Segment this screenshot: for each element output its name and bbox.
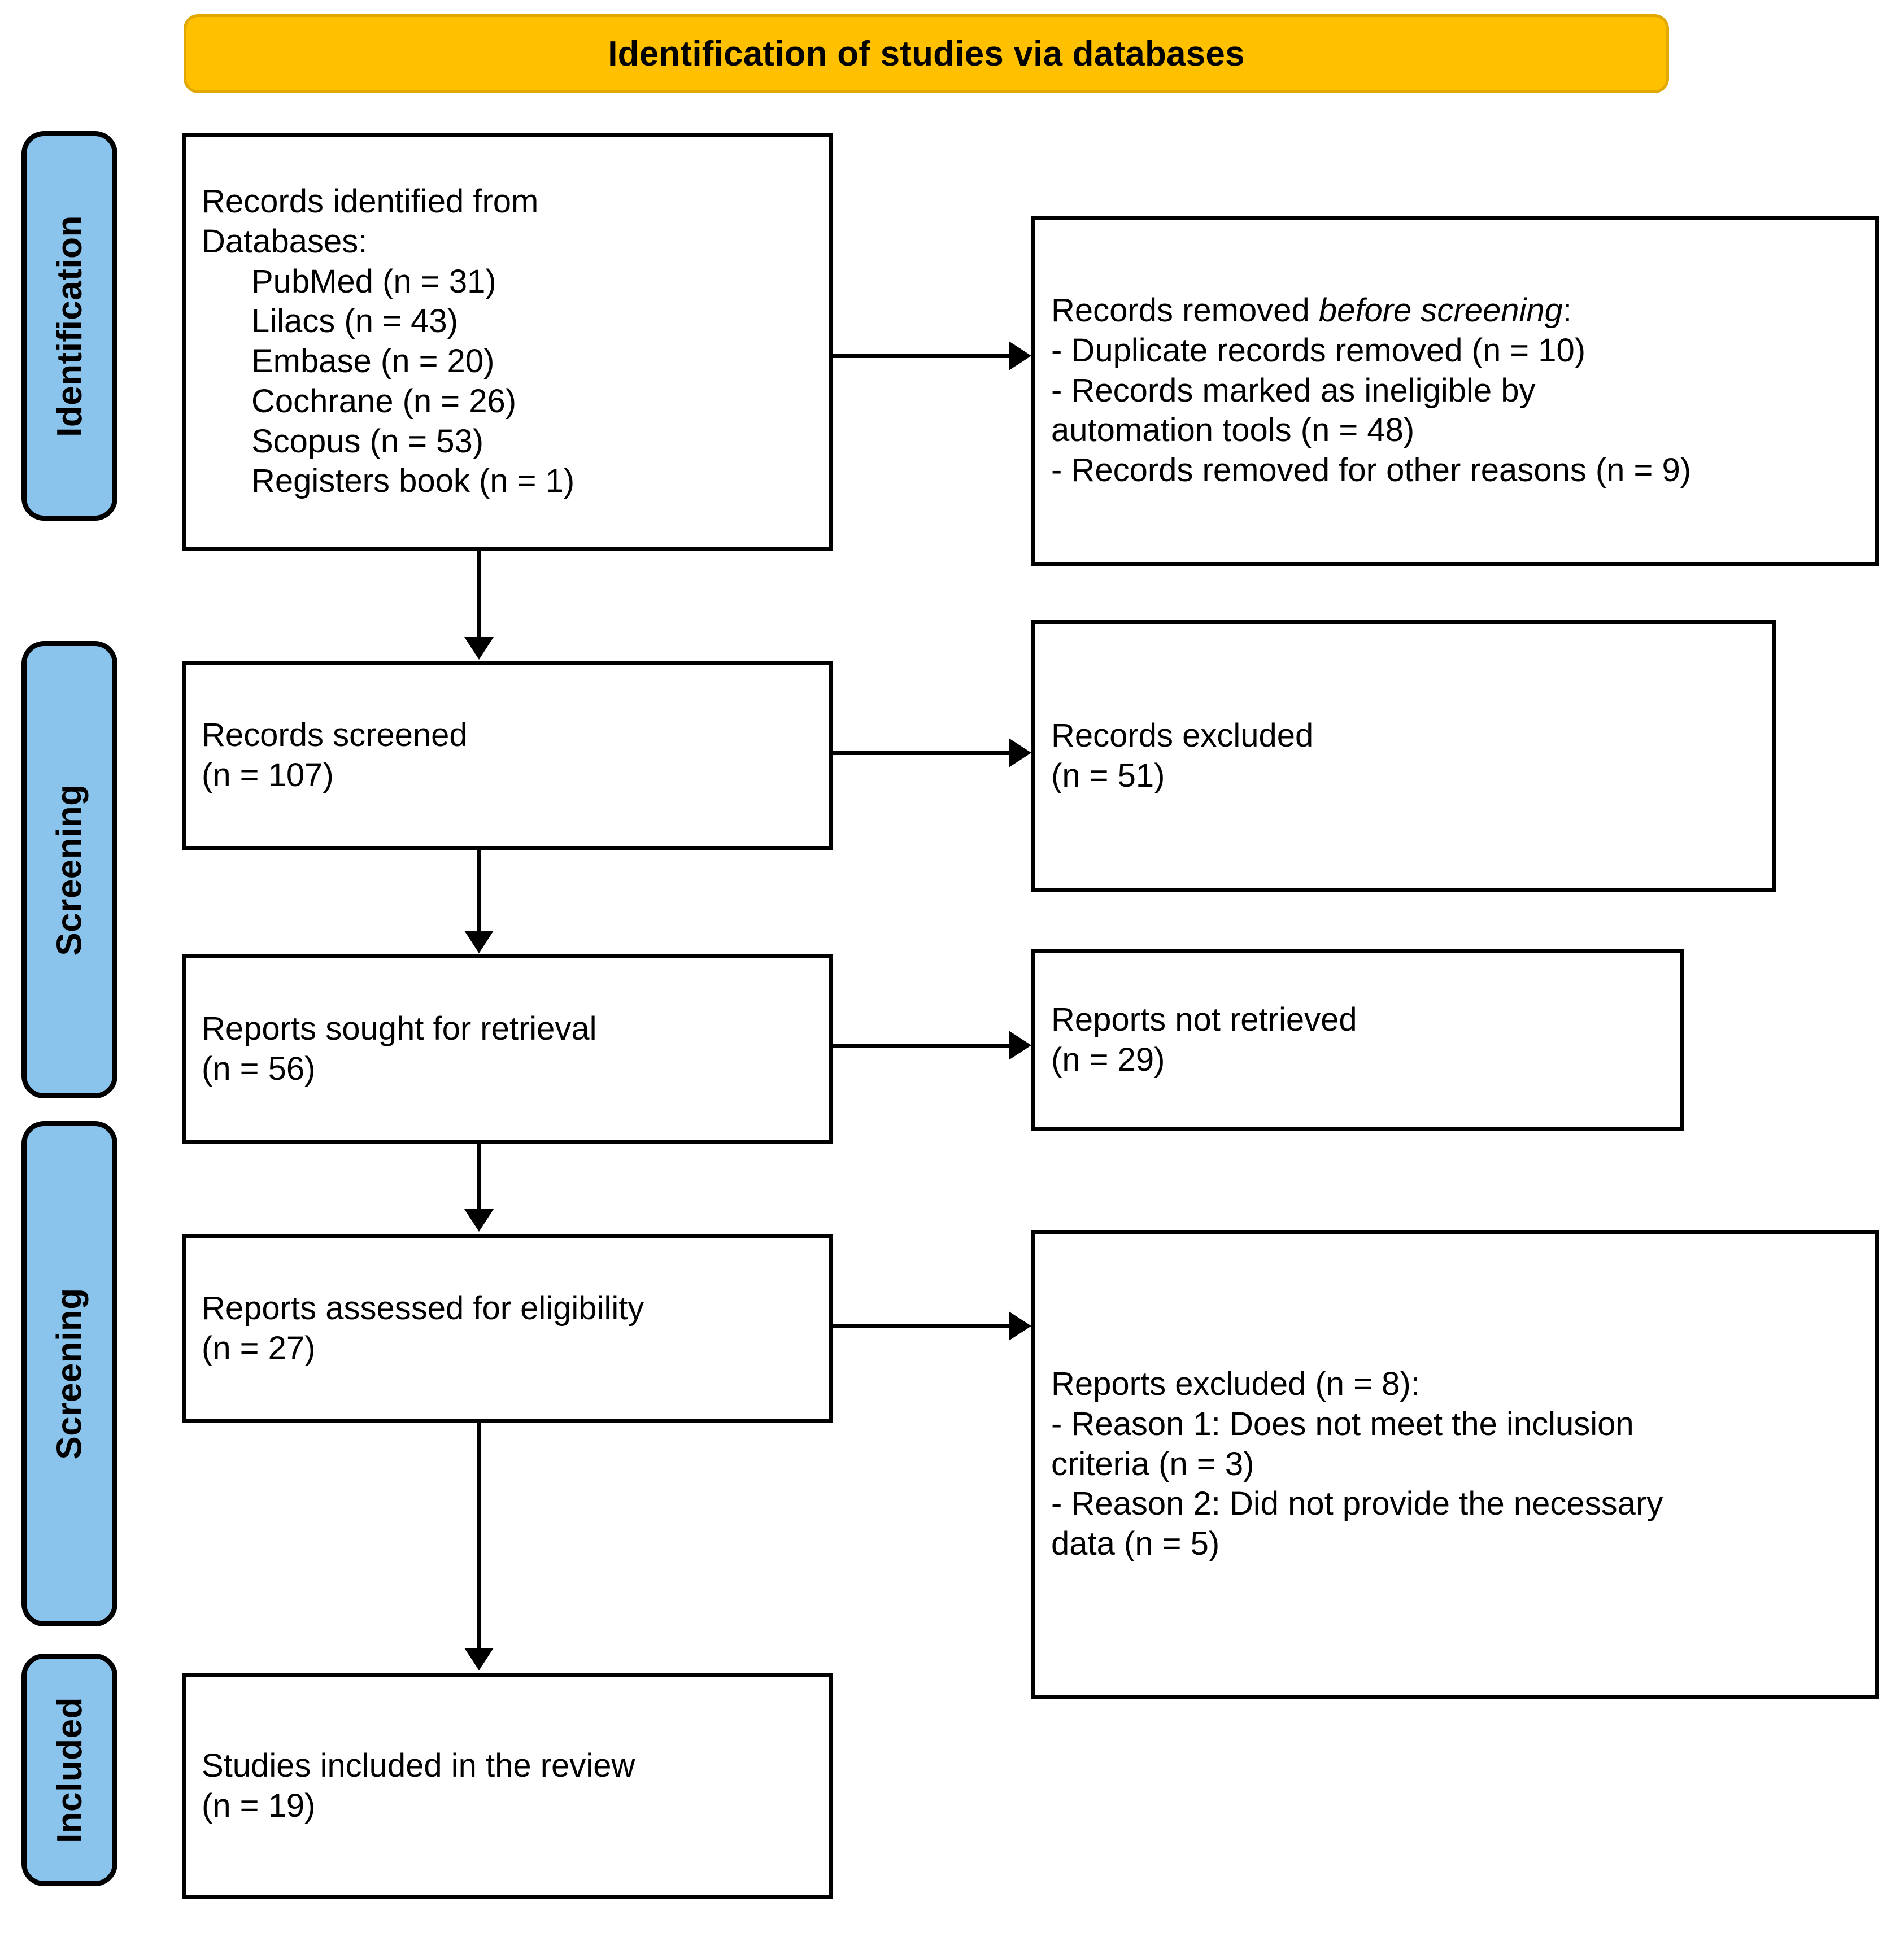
records-removed-item-ineligible-1: - Records marked as ineligible by bbox=[1051, 372, 1536, 409]
diagram-title: Identification of studies via databases bbox=[608, 34, 1245, 73]
reports-excluded-heading: Reports excluded (n = 8): bbox=[1051, 1366, 1420, 1403]
connector-sought-to-assessed bbox=[477, 1144, 481, 1210]
box-reports-excluded-content: Reports excluded (n = 8): - Reason 1: Do… bbox=[1035, 1364, 1875, 1564]
box-reports-not-retrieved-content: Reports not retrieved (n = 29) bbox=[1035, 1000, 1680, 1080]
reports-sought-label: Reports sought for retrieval bbox=[202, 1010, 597, 1047]
arrowhead-screened-to-sought bbox=[464, 931, 494, 953]
box-records-identified-content: Records identified from Databases: PubMe… bbox=[186, 182, 829, 501]
records-removed-item-ineligible-2: automation tools (n = 48) bbox=[1051, 412, 1415, 449]
arrowhead-screened-to-excluded bbox=[1009, 738, 1031, 767]
database-source-registers-book: Registers book (n = 1) bbox=[251, 463, 575, 500]
diagram-header-banner: Identification of studies via databases bbox=[184, 14, 1669, 93]
records-excluded-label: Records excluded bbox=[1051, 717, 1314, 754]
database-source-embase: Embase (n = 20) bbox=[251, 343, 495, 380]
reports-excluded-reason2-line1: - Reason 2: Did not provide the necessar… bbox=[1051, 1485, 1663, 1523]
phase-bar-screening-2: Screening bbox=[21, 1121, 117, 1626]
records-identified-title-line2: Databases: bbox=[202, 223, 368, 260]
arrowhead-assessed-to-included bbox=[464, 1648, 494, 1670]
database-source-scopus: Scopus (n = 53) bbox=[251, 422, 484, 460]
studies-included-label: Studies included in the review bbox=[202, 1747, 635, 1785]
reports-excluded-reason1-line1: - Reason 1: Does not meet the inclusion bbox=[1051, 1405, 1634, 1442]
records-screened-count: (n = 107) bbox=[202, 756, 334, 793]
arrowhead-sought-to-assessed bbox=[464, 1209, 494, 1232]
records-removed-heading-italic: before screening bbox=[1318, 292, 1563, 329]
box-reports-not-retrieved: Reports not retrieved (n = 29) bbox=[1031, 949, 1684, 1131]
connector-sought-to-not-retrieved bbox=[833, 1044, 1009, 1048]
records-screened-label: Records screened bbox=[202, 716, 468, 753]
phase-bar-included: Included bbox=[21, 1654, 117, 1886]
box-records-removed: Records removed before screening: - Dupl… bbox=[1031, 216, 1879, 566]
box-records-screened: Records screened (n = 107) bbox=[182, 661, 833, 850]
records-removed-heading: Records removed before screening: bbox=[1051, 291, 1859, 331]
box-records-removed-content: Records removed before screening: - Dupl… bbox=[1035, 291, 1875, 491]
phase-label-screening-2: Screening bbox=[50, 1288, 89, 1460]
reports-excluded-reason2-line2: data (n = 5) bbox=[1051, 1525, 1220, 1563]
database-source-lilacs: Lilacs (n = 43) bbox=[251, 303, 458, 340]
records-removed-heading-suffix: : bbox=[1562, 292, 1572, 329]
records-identified-title-line1: Records identified from bbox=[202, 183, 539, 220]
connector-screened-to-excluded bbox=[833, 751, 1009, 755]
box-records-screened-content: Records screened (n = 107) bbox=[186, 716, 829, 796]
box-reports-assessed: Reports assessed for eligibility (n = 27… bbox=[182, 1234, 833, 1423]
box-records-identified: Records identified from Databases: PubMe… bbox=[182, 133, 833, 551]
phase-bar-screening-1: Screening bbox=[21, 641, 117, 1098]
studies-included-count: (n = 19) bbox=[202, 1787, 316, 1824]
phase-bar-identification: Identification bbox=[21, 131, 117, 521]
reports-sought-count: (n = 56) bbox=[202, 1050, 316, 1087]
arrowhead-identified-to-screened bbox=[464, 637, 494, 660]
reports-excluded-reason1-line2: criteria (n = 3) bbox=[1051, 1445, 1254, 1482]
records-removed-heading-prefix: Records removed bbox=[1051, 292, 1319, 329]
reports-assessed-count: (n = 27) bbox=[202, 1329, 316, 1367]
box-studies-included: Studies included in the review (n = 19) bbox=[182, 1673, 833, 1899]
database-source-cochrane: Cochrane (n = 26) bbox=[251, 382, 517, 420]
records-excluded-count: (n = 51) bbox=[1051, 757, 1165, 794]
connector-identified-to-screened bbox=[477, 551, 481, 638]
arrowhead-sought-to-not-retrieved bbox=[1009, 1031, 1031, 1060]
connector-assessed-to-reports-excluded bbox=[833, 1324, 1009, 1328]
database-source-pubmed: PubMed (n = 31) bbox=[251, 263, 496, 300]
phase-label-identification: Identification bbox=[50, 215, 89, 437]
connector-screened-to-sought bbox=[477, 850, 481, 932]
records-removed-item-duplicates: - Duplicate records removed (n = 10) bbox=[1051, 332, 1586, 369]
box-reports-sought: Reports sought for retrieval (n = 56) bbox=[182, 954, 833, 1144]
phase-label-screening-1: Screening bbox=[50, 783, 89, 956]
box-reports-assessed-content: Reports assessed for eligibility (n = 27… bbox=[186, 1289, 829, 1369]
arrowhead-identified-to-removed bbox=[1009, 341, 1031, 370]
box-reports-sought-content: Reports sought for retrieval (n = 56) bbox=[186, 1009, 829, 1089]
records-removed-item-other-reasons: - Records removed for other reasons (n =… bbox=[1051, 452, 1692, 489]
connector-assessed-to-included bbox=[477, 1423, 481, 1649]
connector-identified-to-removed bbox=[833, 354, 1009, 358]
reports-not-retrieved-count: (n = 29) bbox=[1051, 1041, 1165, 1078]
box-studies-included-content: Studies included in the review (n = 19) bbox=[186, 1746, 829, 1826]
box-records-excluded-content: Records excluded (n = 51) bbox=[1035, 716, 1772, 796]
phase-label-included: Included bbox=[50, 1696, 89, 1843]
arrowhead-assessed-to-reports-excluded bbox=[1009, 1311, 1031, 1341]
reports-not-retrieved-label: Reports not retrieved bbox=[1051, 1001, 1357, 1039]
box-reports-excluded: Reports excluded (n = 8): - Reason 1: Do… bbox=[1031, 1230, 1879, 1699]
reports-assessed-label: Reports assessed for eligibility bbox=[202, 1289, 644, 1327]
box-records-excluded: Records excluded (n = 51) bbox=[1031, 620, 1776, 892]
